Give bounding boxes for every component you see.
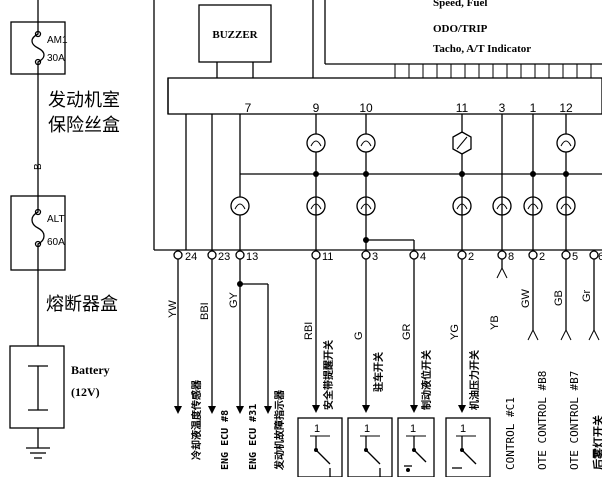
engine-fuse-box-label-1: 发动机室 (48, 90, 120, 111)
signal-label: 机油压力开关 (468, 350, 481, 410)
ground-icon (26, 428, 50, 459)
bottom-pin-label: 24 (185, 251, 197, 263)
switch-parking: 1 (347, 417, 393, 477)
bottom-pin-label: 3 (372, 251, 378, 263)
fuse-alt-name: ALT (47, 214, 65, 225)
svg-text:1: 1 (364, 423, 370, 435)
top-pin-label: 7 (245, 101, 252, 115)
wire-color-yg: YG (449, 324, 461, 340)
top-pin-labels: 7 9 10 11 3 1 12 (245, 101, 573, 115)
bottom-pin-label: 5 (572, 251, 578, 263)
bottom-pin-label: 8 (508, 251, 514, 263)
svg-text:1: 1 (460, 423, 466, 435)
signal-label: OTE CONTROL #B7 (568, 371, 581, 470)
wire-color-gy: GY (228, 291, 240, 308)
wire-color-gr2: Gr (581, 289, 593, 302)
switch-brake-fluid: 1 (397, 417, 435, 477)
meter-text-tacho: Tacho, A/T Indicator (433, 43, 531, 55)
left-pin-lines (185, 114, 213, 250)
wire-color-yw: YW (167, 300, 179, 318)
wire-color-labels: YW BBI GY RBI G GR YG YB GW GB Gr (167, 288, 593, 340)
battery-voltage: (12V) (71, 385, 100, 399)
wire-color-rbi: RBI (303, 322, 315, 340)
signal-label: 驻车开关 (372, 352, 385, 392)
bottom-pin-label: 13 (246, 251, 258, 263)
wire-color-b: B (33, 163, 44, 170)
bottom-connector-pins (173, 250, 599, 260)
wire-color-g: G (353, 331, 365, 340)
signal-label: 后雾灯开关 (591, 415, 602, 470)
signal-labels: 冷却液温度传感器 ENG ECU #8 ENG ECU #31 发动机故障指示器… (190, 340, 602, 471)
wire-color-gr: GR (401, 323, 413, 340)
switch-oil-pressure: 1 (445, 417, 491, 477)
svg-text:1: 1 (314, 423, 320, 435)
meter-text-speed: Speed, Fuel (433, 0, 487, 9)
switch-seatbelt: 1 (297, 417, 343, 477)
signal-label: ENG ECU #8 (220, 410, 231, 470)
wire-color-yb: YB (489, 315, 501, 330)
bottom-pin-label: 4 (420, 251, 426, 263)
indicator-row-upper (306, 114, 576, 250)
connector-bar (167, 77, 602, 115)
bottom-pin-labels: 24 23 13 11 3 4 2 8 2 5 6 (185, 251, 602, 263)
wire-color-gb: GB (553, 290, 565, 306)
signal-label: ENG ECU #31 (248, 404, 259, 470)
battery: Battery (12V) (9, 345, 110, 429)
output-wires (174, 237, 600, 414)
fuse-alt: ALT 60A (10, 195, 66, 271)
buzzer-label: BUZZER (212, 29, 258, 41)
fuse-am1: AM1 30A (10, 21, 68, 75)
buzzer: BUZZER (198, 4, 272, 78)
switch-boxes: 1 1 1 1 (297, 417, 491, 477)
meter-block: Speed, Fuel ODO/TRIP Tacho, A/T Indicato… (153, 0, 602, 251)
top-pin-label: 12 (559, 101, 573, 115)
bottom-pin-label: 2 (468, 251, 474, 263)
signal-label: CONTROL #C1 (504, 397, 517, 470)
top-pin-label: 1 (530, 101, 537, 115)
battery-name: Battery (71, 363, 110, 377)
top-pin-label: 10 (359, 101, 373, 115)
fuse-am1-rating: 30A (47, 53, 65, 64)
meter-text-odo: ODO/TRIP (433, 23, 488, 35)
signal-label: 发动机故障指示器 (273, 389, 286, 471)
wire-color-gw: GW (520, 288, 532, 308)
wire-color-bbi: BBI (199, 302, 211, 320)
indicator-row-lower (230, 174, 576, 250)
bottom-pin-label: 23 (218, 251, 230, 263)
meter-pin-comb (394, 64, 592, 78)
bottom-pin-label: 11 (322, 251, 333, 263)
fusible-link-box-label: 熔断器盒 (46, 294, 118, 315)
bottom-pin-label: 6 (598, 251, 602, 263)
signal-label: 制动液位开关 (420, 350, 433, 410)
top-pin-label: 11 (456, 101, 469, 115)
signal-label: 安全带提醒开关 (322, 340, 335, 410)
common-bus (239, 114, 602, 250)
bottom-pin-label: 2 (539, 251, 545, 263)
power-feed: AM1 30A 发动机室 保险丝盒 B ALT 60A 熔断器盒 Battery… (9, 0, 120, 459)
svg-text:1: 1 (410, 423, 416, 435)
fuse-alt-rating: 60A (47, 237, 65, 248)
signal-label: OTE CONTROL #B8 (536, 371, 549, 470)
signal-label: 冷却液温度传感器 (190, 379, 203, 460)
fuse-am1-name: AM1 (47, 35, 68, 46)
top-pin-label: 9 (313, 101, 320, 115)
engine-fuse-box-label-2: 保险丝盒 (48, 115, 120, 136)
top-pin-label: 3 (499, 101, 506, 115)
